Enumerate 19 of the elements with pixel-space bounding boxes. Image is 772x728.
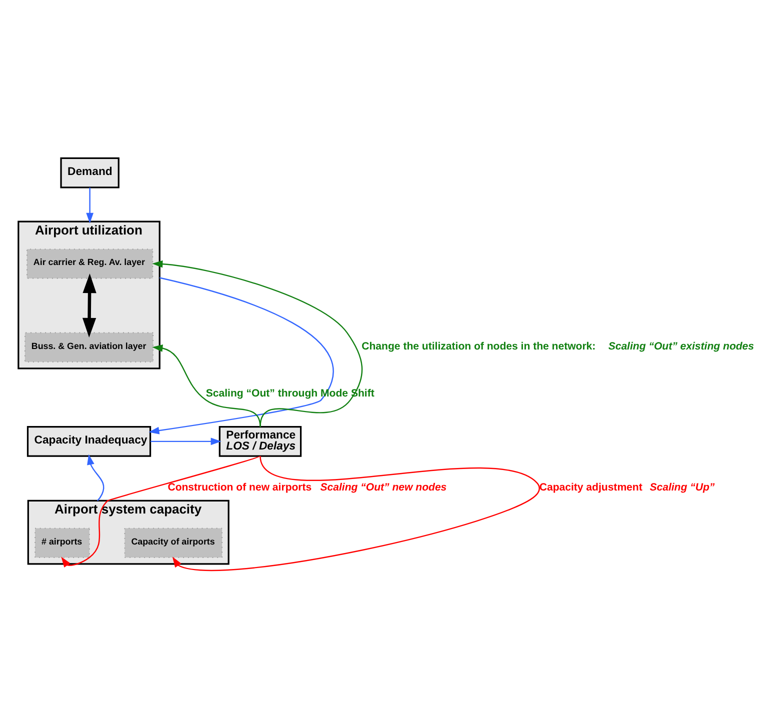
node-box: Air carrier & Reg. Av. layer bbox=[26, 248, 154, 278]
edge-label: Capacity adjustment Scaling “Up” bbox=[539, 480, 715, 493]
arrow bbox=[86, 187, 94, 223]
edge-label: Construction of new airports Scaling “Out” new nodes bbox=[168, 480, 447, 493]
arrow bbox=[152, 260, 363, 426]
node-box: Performance LOS / Delays bbox=[218, 426, 302, 456]
arrow bbox=[172, 455, 540, 570]
arrow bbox=[87, 454, 104, 501]
arrow bbox=[148, 276, 334, 434]
arrow bbox=[152, 344, 261, 426]
arrow bbox=[82, 273, 96, 337]
arrow bbox=[150, 437, 222, 445]
node-box: # airports bbox=[34, 527, 90, 558]
arrow bbox=[61, 454, 260, 568]
edge-label: Change the utilization of nodes in the network: Scaling “Out” existing nodes bbox=[362, 340, 754, 352]
node-box: Capacity of airports bbox=[124, 527, 222, 558]
node-box: Demand bbox=[60, 156, 120, 188]
node-box: Capacity Inadequacy bbox=[26, 426, 152, 456]
node-box: Buss. & Gen. aviation layer bbox=[24, 332, 154, 362]
